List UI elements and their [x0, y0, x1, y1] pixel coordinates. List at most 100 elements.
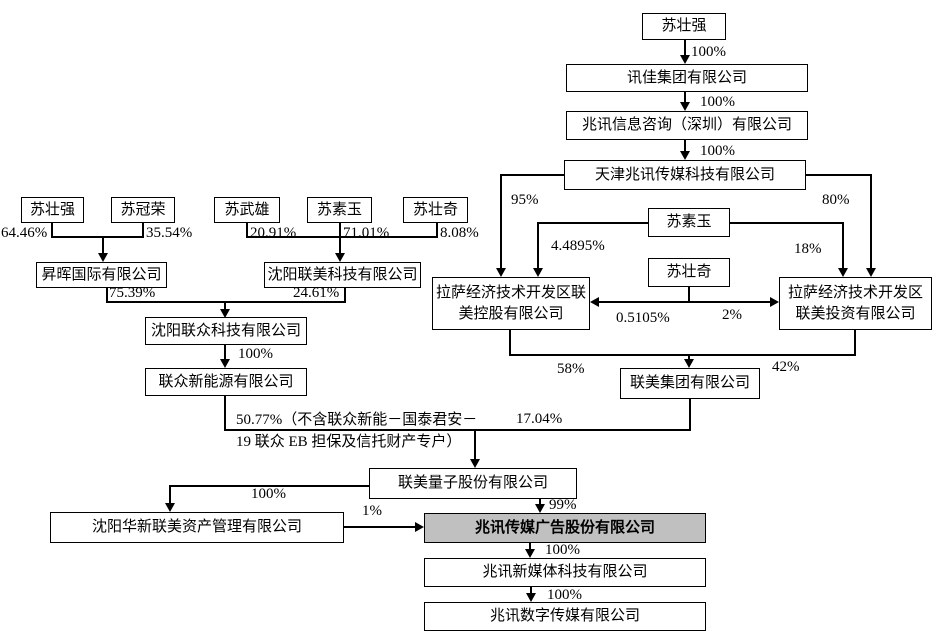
- arrowhead-down: [526, 593, 536, 602]
- arrowhead-down: [98, 253, 108, 262]
- pct-7101-label: 71.01%: [343, 225, 390, 241]
- connector-line: [224, 429, 691, 431]
- pct-99-label: 99%: [549, 497, 577, 513]
- connector-line: [539, 499, 541, 505]
- connector-line: [224, 345, 226, 360]
- pct-58-label: 58%: [557, 361, 585, 377]
- pct-18-label: 18%: [794, 241, 822, 257]
- pct-1-label: 1%: [362, 503, 382, 519]
- connector-line: [474, 429, 476, 460]
- connector-line: [684, 140, 686, 152]
- connector-line: [529, 543, 531, 550]
- arrowhead-left: [590, 297, 599, 307]
- company-box-lianmei-quantum: 联美量子股份有限公司: [369, 468, 577, 499]
- pct-808-label: 8.08%: [440, 225, 479, 241]
- arrowhead-down: [838, 268, 848, 277]
- company-box-xunjia-group: 讯佳集团有限公司: [566, 64, 808, 92]
- pct-100-top2-label: 100%: [700, 94, 735, 110]
- pct-05105-label: 0.5105%: [616, 310, 670, 326]
- connector-line: [344, 287, 346, 303]
- company-box-shenghui: 昇晖国际有限公司: [36, 262, 167, 288]
- arrowhead-down: [533, 268, 543, 277]
- arrowhead-down: [680, 102, 690, 111]
- connector-line: [537, 222, 539, 269]
- connector-line: [436, 222, 438, 238]
- pct-44895-label: 4.4895%: [551, 238, 605, 254]
- connector-line: [51, 222, 53, 238]
- connector-line: [102, 236, 104, 254]
- arrowhead-down: [165, 503, 175, 512]
- pct-42-label: 42%: [772, 359, 800, 375]
- company-box-tianjin-zhaoxun: 天津兆讯传媒科技有限公司: [564, 160, 806, 190]
- arrowhead-down: [496, 268, 506, 277]
- arrowhead-down: [470, 459, 480, 468]
- company-box-lianmei-group: 联美集团有限公司: [620, 368, 760, 399]
- arrowhead-right: [770, 297, 779, 307]
- pct-2091-label: 20.91%: [250, 225, 297, 241]
- arrowhead-down: [866, 268, 876, 277]
- connector-line: [169, 485, 369, 487]
- connector-line: [224, 301, 226, 310]
- arrowhead-right: [415, 522, 424, 532]
- arrowhead-down: [680, 151, 690, 160]
- arrowhead-down: [684, 359, 694, 368]
- arrowhead-down: [535, 504, 545, 513]
- connector-line: [689, 399, 691, 431]
- pct-2-label: 2%: [722, 307, 742, 323]
- connector-line: [854, 330, 856, 356]
- connector-line: [51, 236, 144, 238]
- arrowhead-down: [220, 309, 230, 318]
- pct-100-top1-label: 100%: [691, 44, 726, 60]
- company-box-lasa-konggu: 拉萨经济技术开发区联美控股有限公司: [432, 277, 590, 330]
- connector-line: [688, 354, 690, 360]
- person-box-su-zhuangqiang: 苏壮强: [21, 197, 84, 223]
- pct-100-huaxin-label: 100%: [251, 486, 286, 502]
- connector-line: [339, 222, 341, 238]
- connector-line: [509, 330, 511, 356]
- connector-line: [530, 587, 532, 594]
- connector-line: [500, 174, 502, 269]
- person-box-su-zhuangqiang-top: 苏壮强: [642, 13, 726, 40]
- company-box-lianzhong-xinnengyuan: 联众新能源有限公司: [145, 368, 307, 396]
- pct-100-digital-label: 100%: [547, 587, 582, 603]
- pct-2461-label: 24.61%: [293, 285, 340, 301]
- arrowhead-down: [335, 253, 345, 262]
- connector-line: [344, 526, 415, 528]
- connector-line: [106, 287, 108, 303]
- connector-line: [500, 174, 566, 176]
- arrowhead-down: [525, 549, 535, 558]
- pct-100-lianzhong-label: 100%: [238, 346, 273, 362]
- connector-line: [688, 287, 690, 303]
- person-box-su-suyu: 苏素玉: [307, 197, 372, 223]
- connector-line: [246, 222, 248, 238]
- connector-line: [598, 301, 771, 303]
- company-box-zhaoxun-media: 兆讯传媒广告股份有限公司: [424, 513, 706, 543]
- person-box-su-zhuangqi: 苏壮奇: [403, 197, 468, 223]
- connector-line: [538, 222, 649, 224]
- arrowhead-down: [220, 359, 230, 368]
- connector-line: [106, 301, 346, 303]
- company-box-zhaoxun-digital: 兆讯数字传媒有限公司: [424, 602, 706, 631]
- connector-line: [339, 236, 341, 254]
- pct-95-label: 95%: [511, 192, 539, 208]
- connector-line: [684, 40, 686, 56]
- pct-6446-label: 64.46%: [1, 225, 48, 241]
- pct-3554-label: 35.54%: [146, 225, 193, 241]
- pct-5077-note-line1-label: 50.77%（不含联众新能－国泰君安－: [236, 412, 478, 428]
- pct-100-newmedia-label: 100%: [545, 542, 580, 558]
- connector-line: [246, 236, 438, 238]
- company-box-lasa-touzi: 拉萨经济技术开发区联美投资有限公司: [779, 277, 932, 330]
- person-box-su-suyu-right: 苏素玉: [648, 208, 730, 237]
- person-box-su-zhuangqi-right: 苏壮奇: [648, 258, 730, 287]
- pct-7539-label: 75.39%: [109, 285, 156, 301]
- person-box-su-wuxiong: 苏武雄: [214, 197, 280, 223]
- pct-1704-label: 17.04%: [516, 411, 563, 427]
- connector-line: [509, 354, 856, 356]
- arrowhead-down: [680, 55, 690, 64]
- company-box-zhaoxun-new-media: 兆讯新媒体科技有限公司: [424, 558, 706, 587]
- connector-line: [730, 222, 843, 224]
- company-box-shenyang-lianzhong: 沈阳联众科技有限公司: [145, 317, 307, 345]
- connector-line: [169, 485, 171, 504]
- connector-line: [142, 222, 144, 238]
